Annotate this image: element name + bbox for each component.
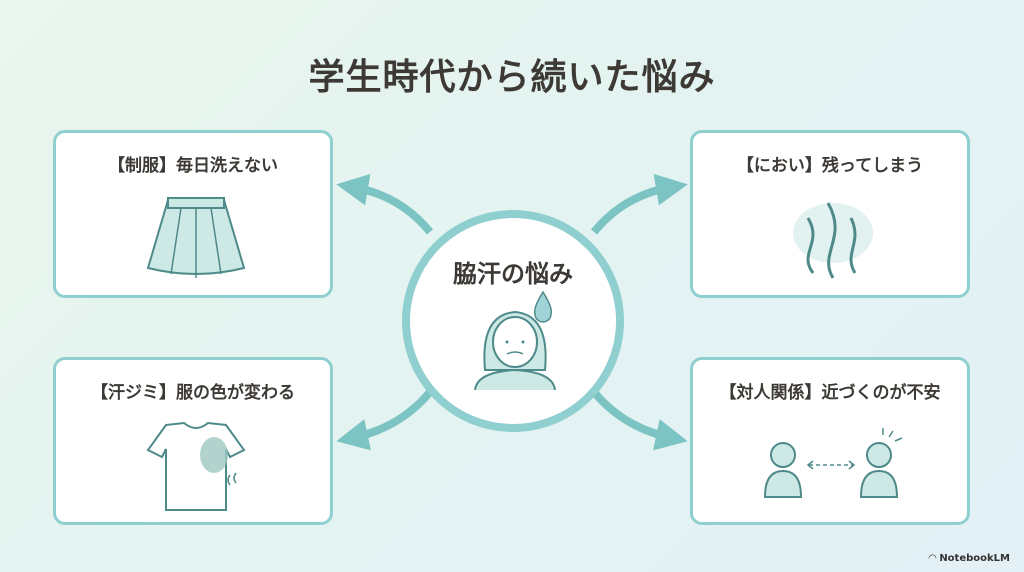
people-distance-icon — [763, 428, 903, 498]
notebooklm-brand: ◠NotebookLM — [928, 553, 1010, 564]
arrow-top-left — [336, 173, 434, 235]
slide-title: 学生時代から続いた悩み — [308, 57, 716, 98]
card-label: 【制服】毎日洗えない — [108, 156, 278, 176]
arrow-bottom-left — [336, 389, 434, 451]
card-label: 【対人関係】近づくのが不安 — [719, 383, 941, 403]
center-label: 脇汗の悩み — [453, 260, 573, 288]
arrow-top-right — [590, 173, 688, 235]
card-label: 【におい】残ってしまう — [736, 156, 924, 176]
card-odor: 【におい】残ってしまう — [690, 130, 970, 298]
odor-icon — [793, 202, 873, 279]
card-sweat-stain: 【汗ジミ】服の色が変わる — [53, 357, 333, 525]
card-relationships: 【対人関係】近づくのが不安 — [690, 357, 970, 525]
card-uniform: 【制服】毎日洗えない — [53, 130, 333, 298]
stained-shirt-icon — [146, 421, 246, 511]
card-label: 【汗ジミ】服の色が変わる — [91, 383, 295, 403]
arrow-bottom-right — [590, 389, 688, 451]
worried-woman-icon — [474, 290, 556, 390]
center-topic: 脇汗の悩み — [402, 210, 624, 432]
skirt-icon — [146, 197, 246, 278]
notebooklm-logo-icon: ◠ — [928, 553, 937, 564]
